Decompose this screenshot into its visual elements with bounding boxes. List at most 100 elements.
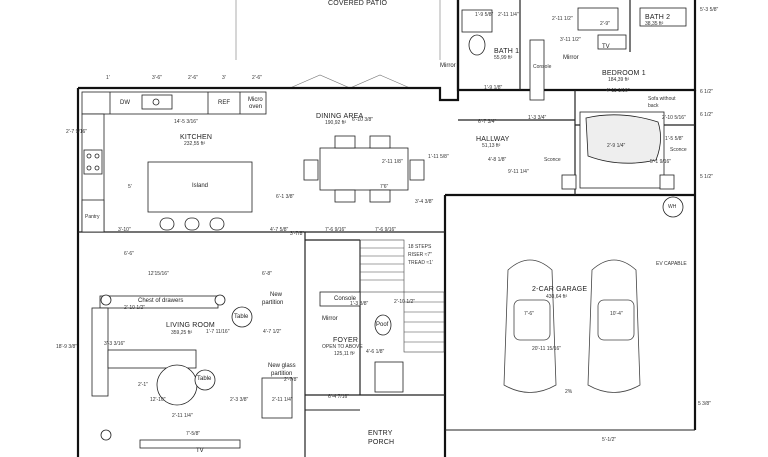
dining-table xyxy=(303,135,425,203)
label-new-partition-2: partition xyxy=(262,300,284,306)
label-ev-capable: EV CAPABLE xyxy=(656,261,687,267)
dim-label: 18'-9 3/8" xyxy=(56,344,78,350)
label-micro-oven-1: Micro xyxy=(248,97,263,103)
label-console-foyer: Console xyxy=(334,296,357,302)
dim-label: 2'-11 1/2" xyxy=(552,16,573,22)
dim-label: 1'-5 5/8" xyxy=(665,136,684,142)
dim-label: 6 1/2" xyxy=(700,112,713,118)
label-refrigerator: REF xyxy=(218,100,230,106)
dim-label: 5 1/2" xyxy=(700,174,713,180)
room-bath-2-area: 38,35 ft² xyxy=(645,21,664,27)
dim-label: 6'-8" xyxy=(262,271,272,277)
dim-label: 1'-3 3/4" xyxy=(528,115,547,121)
dim-label: 2'-1" xyxy=(138,382,148,388)
label-console-bath: Console xyxy=(533,64,552,70)
dim-label: 5'-3 5/8" xyxy=(700,7,719,13)
dim-label: 2'-7 9/16" xyxy=(66,129,88,135)
living-furniture xyxy=(91,294,293,449)
room-entry: ENTRY xyxy=(368,430,393,437)
label-sconce-1: Sconce xyxy=(544,157,561,163)
room-bath-1: BATH 1 xyxy=(494,48,520,55)
dim-label: 2'-9 1/4" xyxy=(607,143,626,149)
dim-label: 1'-11 5/8" xyxy=(428,154,449,160)
dim-label: 1' xyxy=(106,75,110,81)
dim-label: 1'-9 1/8" xyxy=(484,85,503,91)
dim-label: 2'-7/8" xyxy=(284,377,299,383)
dim-label: 2'-11 1/4" xyxy=(272,397,293,403)
room-garage-area: 430,64 ft² xyxy=(546,294,568,300)
dim-label: 3'-10" xyxy=(118,227,131,233)
dim-label: 4'-7 5/8" xyxy=(270,227,289,233)
label-micro-oven-2: oven xyxy=(249,104,263,110)
label-water-heater: WH xyxy=(668,204,677,210)
dim-label: 10'-4" xyxy=(610,311,623,317)
kitchen-counters xyxy=(81,91,267,233)
label-mirror-bath1: Mirror xyxy=(440,63,456,69)
dim-label: 3' xyxy=(222,75,226,81)
room-bedroom-1: BEDROOM 1 xyxy=(602,70,646,77)
exterior-walls xyxy=(76,0,697,457)
dim-label: 3'-6" xyxy=(152,75,162,81)
label-table-2: Table xyxy=(197,376,212,382)
dim-label: 2'-11 1/4" xyxy=(172,413,193,419)
room-foyer-area: 125,11 ft² xyxy=(334,351,355,357)
label-stairs-2: RISER ≈7" xyxy=(408,252,432,258)
dim-label: 7'-5/8" xyxy=(186,431,201,437)
dim-label: 12'15/16" xyxy=(148,271,169,277)
dim-label: 12'-10" xyxy=(150,397,166,403)
room-porch: PORCH xyxy=(368,439,395,446)
label-stairs-1: 18 STEPS xyxy=(408,244,432,250)
dim-label: 3'-3 3/16" xyxy=(104,341,126,347)
dim-label: 4'-7 1/2" xyxy=(263,329,282,335)
dim-label: 3'-11 1/2" xyxy=(560,37,581,43)
dim-label: 2'-10 1/2" xyxy=(394,299,416,305)
room-living-room-area: 359,25 ft² xyxy=(171,330,193,336)
dim-label: 7'-6 9/16" xyxy=(375,227,397,233)
label-garage-slope: 2% xyxy=(565,389,573,395)
dim-label: 1'-7 11/16" xyxy=(206,329,230,335)
bath-bedroom-fixtures xyxy=(461,7,687,218)
dim-label: 7'-6 9/16" xyxy=(325,227,347,233)
label-table-1: Table xyxy=(234,314,249,320)
dim-label: 1'-3 3/8" xyxy=(350,301,369,307)
room-bath-1-area: 55,99 ft² xyxy=(494,55,513,61)
entry-porch xyxy=(305,409,695,431)
room-kitchen: KITCHEN xyxy=(180,134,213,141)
dim-label: 2'-11 1/8" xyxy=(382,159,403,165)
room-covered-patio: COVERED PATIO xyxy=(328,0,388,7)
room-dining-area: DINING AREA xyxy=(316,113,364,120)
room-bath-2: BATH 2 xyxy=(645,14,671,21)
room-bedroom-1-area: 184,39 ft² xyxy=(608,77,630,83)
dim-label: 4'-8 1/8" xyxy=(488,157,507,163)
dim-label: 3'-4 3/8" xyxy=(415,199,434,205)
dim-label: 6 1/2" xyxy=(700,89,713,95)
dim-label: 6'-6" xyxy=(124,251,134,257)
label-sconce-2: Sconce xyxy=(670,147,687,153)
label-tv-living: TV xyxy=(196,448,204,454)
dim-label: 20'-11 15/16" xyxy=(532,346,562,352)
dim-label: 5' xyxy=(128,184,132,190)
dim-label: 14'-5 3/16" xyxy=(174,119,198,125)
dim-label: 9'-11 1/4" xyxy=(508,169,529,175)
label-mirror-foyer: Mirror xyxy=(322,316,338,322)
dim-label: 6'-1 3/8" xyxy=(276,194,295,200)
dim-label: 3'-7/8" xyxy=(290,231,305,237)
dim-label: 2'-6" xyxy=(252,75,262,81)
garage-cars xyxy=(503,259,641,393)
room-foyer-sub: OPEN TO ABOVE xyxy=(322,344,363,350)
dim-label: 2'-3 3/8" xyxy=(230,397,249,403)
label-stairs-3: TREAD ≈1' xyxy=(408,260,433,266)
label-mirror-bath2: Mirror xyxy=(563,55,579,61)
foyer-furniture xyxy=(319,291,404,393)
dim-label: 7'6" xyxy=(380,184,389,190)
dim-label: 5'-1 9/16" xyxy=(650,159,672,165)
label-dishwasher: DW xyxy=(120,100,130,106)
room-dining-area-area: 190,92 ft² xyxy=(325,120,347,126)
label-sofa-1: Sofa without xyxy=(648,96,676,102)
dim-label: 6'-7 3/4" xyxy=(478,119,497,125)
dim-label: 5 3/8" xyxy=(698,401,711,407)
label-new-partition-1: New xyxy=(270,292,283,298)
room-hallway-area: 51,13 ft² xyxy=(482,143,501,149)
room-hallway: HALLWAY xyxy=(476,136,510,143)
